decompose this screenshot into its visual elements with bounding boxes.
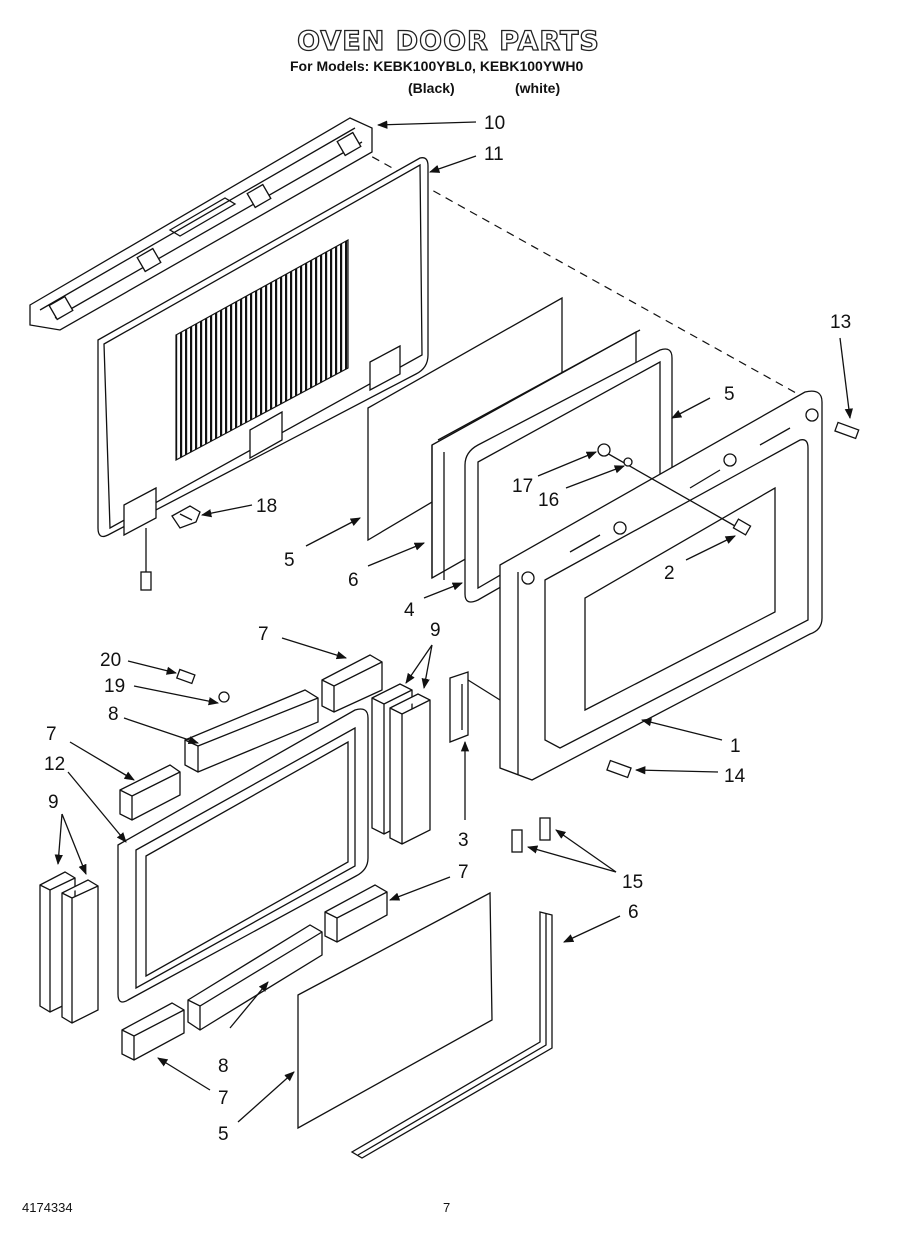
part-16-washer (623, 457, 633, 467)
page-title: OVEN DOOR PARTS (296, 25, 600, 57)
part-10-vent-trim (29, 117, 373, 331)
callout-10: 10 (484, 113, 505, 134)
part-12-inner-frame (117, 708, 369, 1003)
callout-19: 19 (104, 676, 125, 697)
callout-8: 8 (108, 704, 119, 725)
leader-lines (54, 120, 853, 1123)
callout-15: 15 (622, 872, 643, 893)
part-15-screws (511, 817, 551, 853)
callout-6: 6 (628, 902, 639, 923)
screw-icon (140, 528, 152, 591)
callout-18: 18 (256, 496, 277, 517)
part-18-clip (171, 505, 201, 529)
part-11-inner-panel (97, 157, 429, 538)
part-19-washer (218, 691, 230, 703)
part-7-block-c (324, 884, 388, 943)
callout-1: 1 (730, 736, 741, 757)
part-3-hinge (449, 671, 501, 743)
part-9-post-d (61, 879, 99, 1024)
part-2-pin (597, 447, 752, 536)
callout-13: 13 (830, 312, 851, 333)
part-6-channel-lower (350, 911, 553, 1159)
part-13-screw (834, 421, 860, 440)
variant-white: (white) (515, 80, 561, 96)
callout-5: 5 (218, 1124, 229, 1145)
callout-labels: 10 11 13 5 17 16 18 5 6 2 4 7 9 20 19 8 … (44, 113, 851, 1145)
part-7-block-d (121, 1002, 185, 1061)
part-14-screw (606, 759, 632, 779)
part-1-outer-door (499, 390, 823, 781)
page-number: 7 (443, 1200, 451, 1215)
callout-2: 2 (664, 563, 675, 584)
part-17-nut (597, 443, 611, 457)
callout-4: 4 (404, 600, 415, 621)
callout-7: 7 (46, 724, 57, 745)
callout-9: 9 (48, 792, 59, 813)
part-7-block-b (119, 764, 181, 821)
part-5-glass-lower (297, 891, 493, 1130)
part-7-block-a (321, 654, 383, 713)
callout-20: 20 (100, 650, 121, 671)
variant-black: (Black) (408, 80, 455, 96)
callout-3: 3 (458, 830, 469, 851)
callout-7: 7 (258, 624, 269, 645)
callout-7: 7 (458, 862, 469, 883)
part-20-screw (175, 668, 196, 685)
callout-17: 17 (512, 476, 533, 497)
document-number: 4174334 (22, 1200, 73, 1215)
models-line: For Models: KEBK100YBL0, KEBK100YWH0 (290, 58, 584, 74)
callout-14: 14 (724, 766, 746, 787)
callout-8: 8 (218, 1056, 229, 1077)
callout-11: 11 (484, 144, 504, 165)
callout-9: 9 (430, 620, 441, 641)
part-9-post-b (389, 693, 431, 845)
callout-6: 6 (348, 570, 359, 591)
callout-5: 5 (284, 550, 295, 571)
callout-16: 16 (538, 490, 559, 511)
callout-5: 5 (724, 384, 735, 405)
callout-7: 7 (218, 1088, 229, 1109)
part-8-bar-lower (187, 924, 323, 1031)
callout-12: 12 (44, 754, 65, 775)
